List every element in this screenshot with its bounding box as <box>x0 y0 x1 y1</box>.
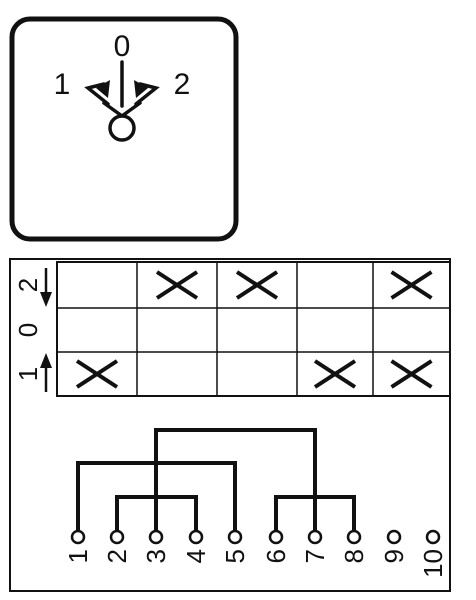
bridge-3-7 <box>154 428 317 531</box>
terminal-label-8: 8 <box>339 549 369 563</box>
contact-mark-x-icon <box>235 270 279 300</box>
terminal-label-9: 9 <box>379 549 409 563</box>
terminal-bridges <box>76 428 356 531</box>
terminal-circle-icon <box>268 529 284 545</box>
contact-mark-x-icon <box>390 270 433 300</box>
terminal-circle-icon <box>148 529 164 545</box>
terminal-label-7: 7 <box>300 549 330 563</box>
bridge-1-5 <box>76 461 237 531</box>
row-labels: 2 0 1 <box>13 278 43 381</box>
terminal-label-6: 6 <box>261 549 291 563</box>
bridge-6-8 <box>274 495 356 531</box>
bridge-2-4 <box>115 495 198 531</box>
table-grid-frame <box>56 261 451 397</box>
arrowhead-up-icon <box>40 353 52 368</box>
contact-table: 2 0 1 <box>9 258 451 592</box>
contact-mark-x-icon <box>75 359 119 389</box>
terminal-circle-icon <box>70 529 86 545</box>
row-label-2: 2 <box>13 278 43 292</box>
contact-marks <box>75 270 433 389</box>
contact-mark-x-icon <box>155 270 199 300</box>
terminal-circle-icon <box>109 529 125 545</box>
position-label-2: 2 <box>174 68 191 101</box>
terminal-label-2: 2 <box>102 549 132 563</box>
direction-arrows <box>40 268 52 392</box>
terminal-circle-icon <box>188 529 204 545</box>
contact-mark-x-icon <box>390 359 433 389</box>
terminal-circle-icon <box>386 529 402 545</box>
table-outer-frame <box>9 258 451 592</box>
arrowhead-left-icon <box>96 80 110 98</box>
position-label-1: 1 <box>54 68 71 101</box>
position-label-0: 0 <box>114 30 131 63</box>
arrowhead-down-icon <box>40 292 52 307</box>
terminal-circle-icon <box>227 529 243 545</box>
terminal-label-4: 4 <box>181 549 211 563</box>
terminal-label-5: 5 <box>220 549 250 563</box>
terminal-label-3: 3 <box>141 549 171 563</box>
terminal-label-10: 10 <box>418 549 448 578</box>
terminal-circle-icon <box>425 529 441 545</box>
terminal-circle-icon <box>307 529 323 545</box>
row-label-1: 1 <box>13 367 43 381</box>
switch-symbol: 1 0 2 <box>9 16 239 242</box>
arrowhead-right-icon <box>134 80 148 98</box>
rotary-handle-icon <box>84 60 160 142</box>
contact-mark-x-icon <box>313 359 357 389</box>
table-grid-lines <box>57 262 450 396</box>
terminal-label-1: 1 <box>63 549 93 563</box>
terminal-circle-icon <box>346 529 362 545</box>
row-label-0: 0 <box>13 323 43 337</box>
